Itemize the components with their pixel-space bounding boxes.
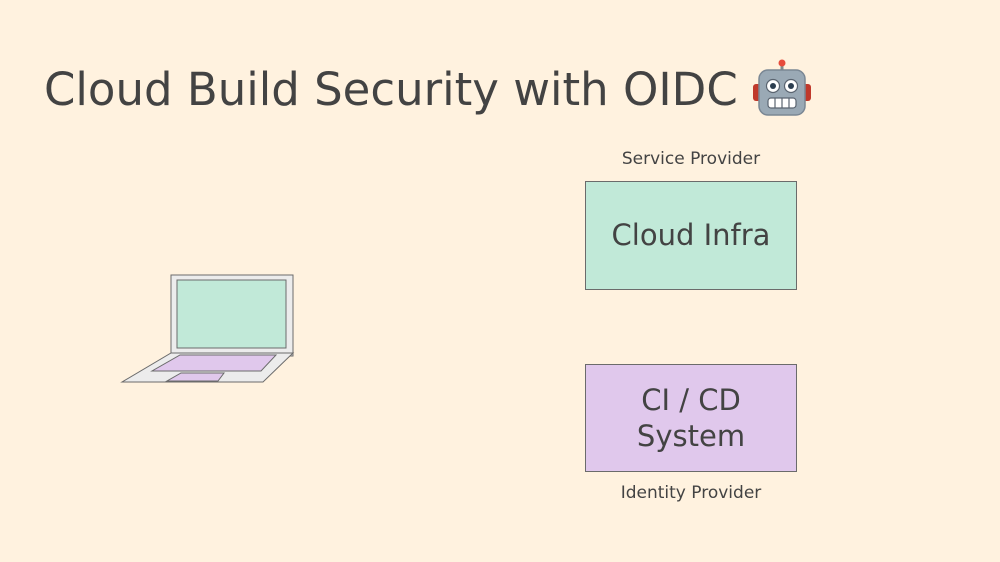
laptop-screen <box>176 279 287 349</box>
slide-title: Cloud Build Security with OIDC <box>44 62 738 116</box>
service-provider-caption: Service Provider <box>621 149 761 169</box>
robot-face-icon <box>752 59 811 116</box>
laptop-icon <box>120 274 295 383</box>
cicd-system-box: CI / CD System <box>585 364 797 472</box>
cloud-infra-box: Cloud Infra <box>585 181 797 290</box>
laptop-keyboard <box>150 354 278 372</box>
cicd-label-line-1: CI / CD <box>641 382 741 417</box>
identity-provider-caption: Identity Provider <box>620 483 762 503</box>
title-row: Cloud Build Security with OIDC <box>44 58 812 120</box>
cicd-label-line-2: System <box>636 419 746 453</box>
laptop-trackpad <box>165 372 225 382</box>
cloud-infra-label: Cloud Infra <box>611 218 771 253</box>
cicd-system-label: CI / CD System <box>637 382 745 455</box>
